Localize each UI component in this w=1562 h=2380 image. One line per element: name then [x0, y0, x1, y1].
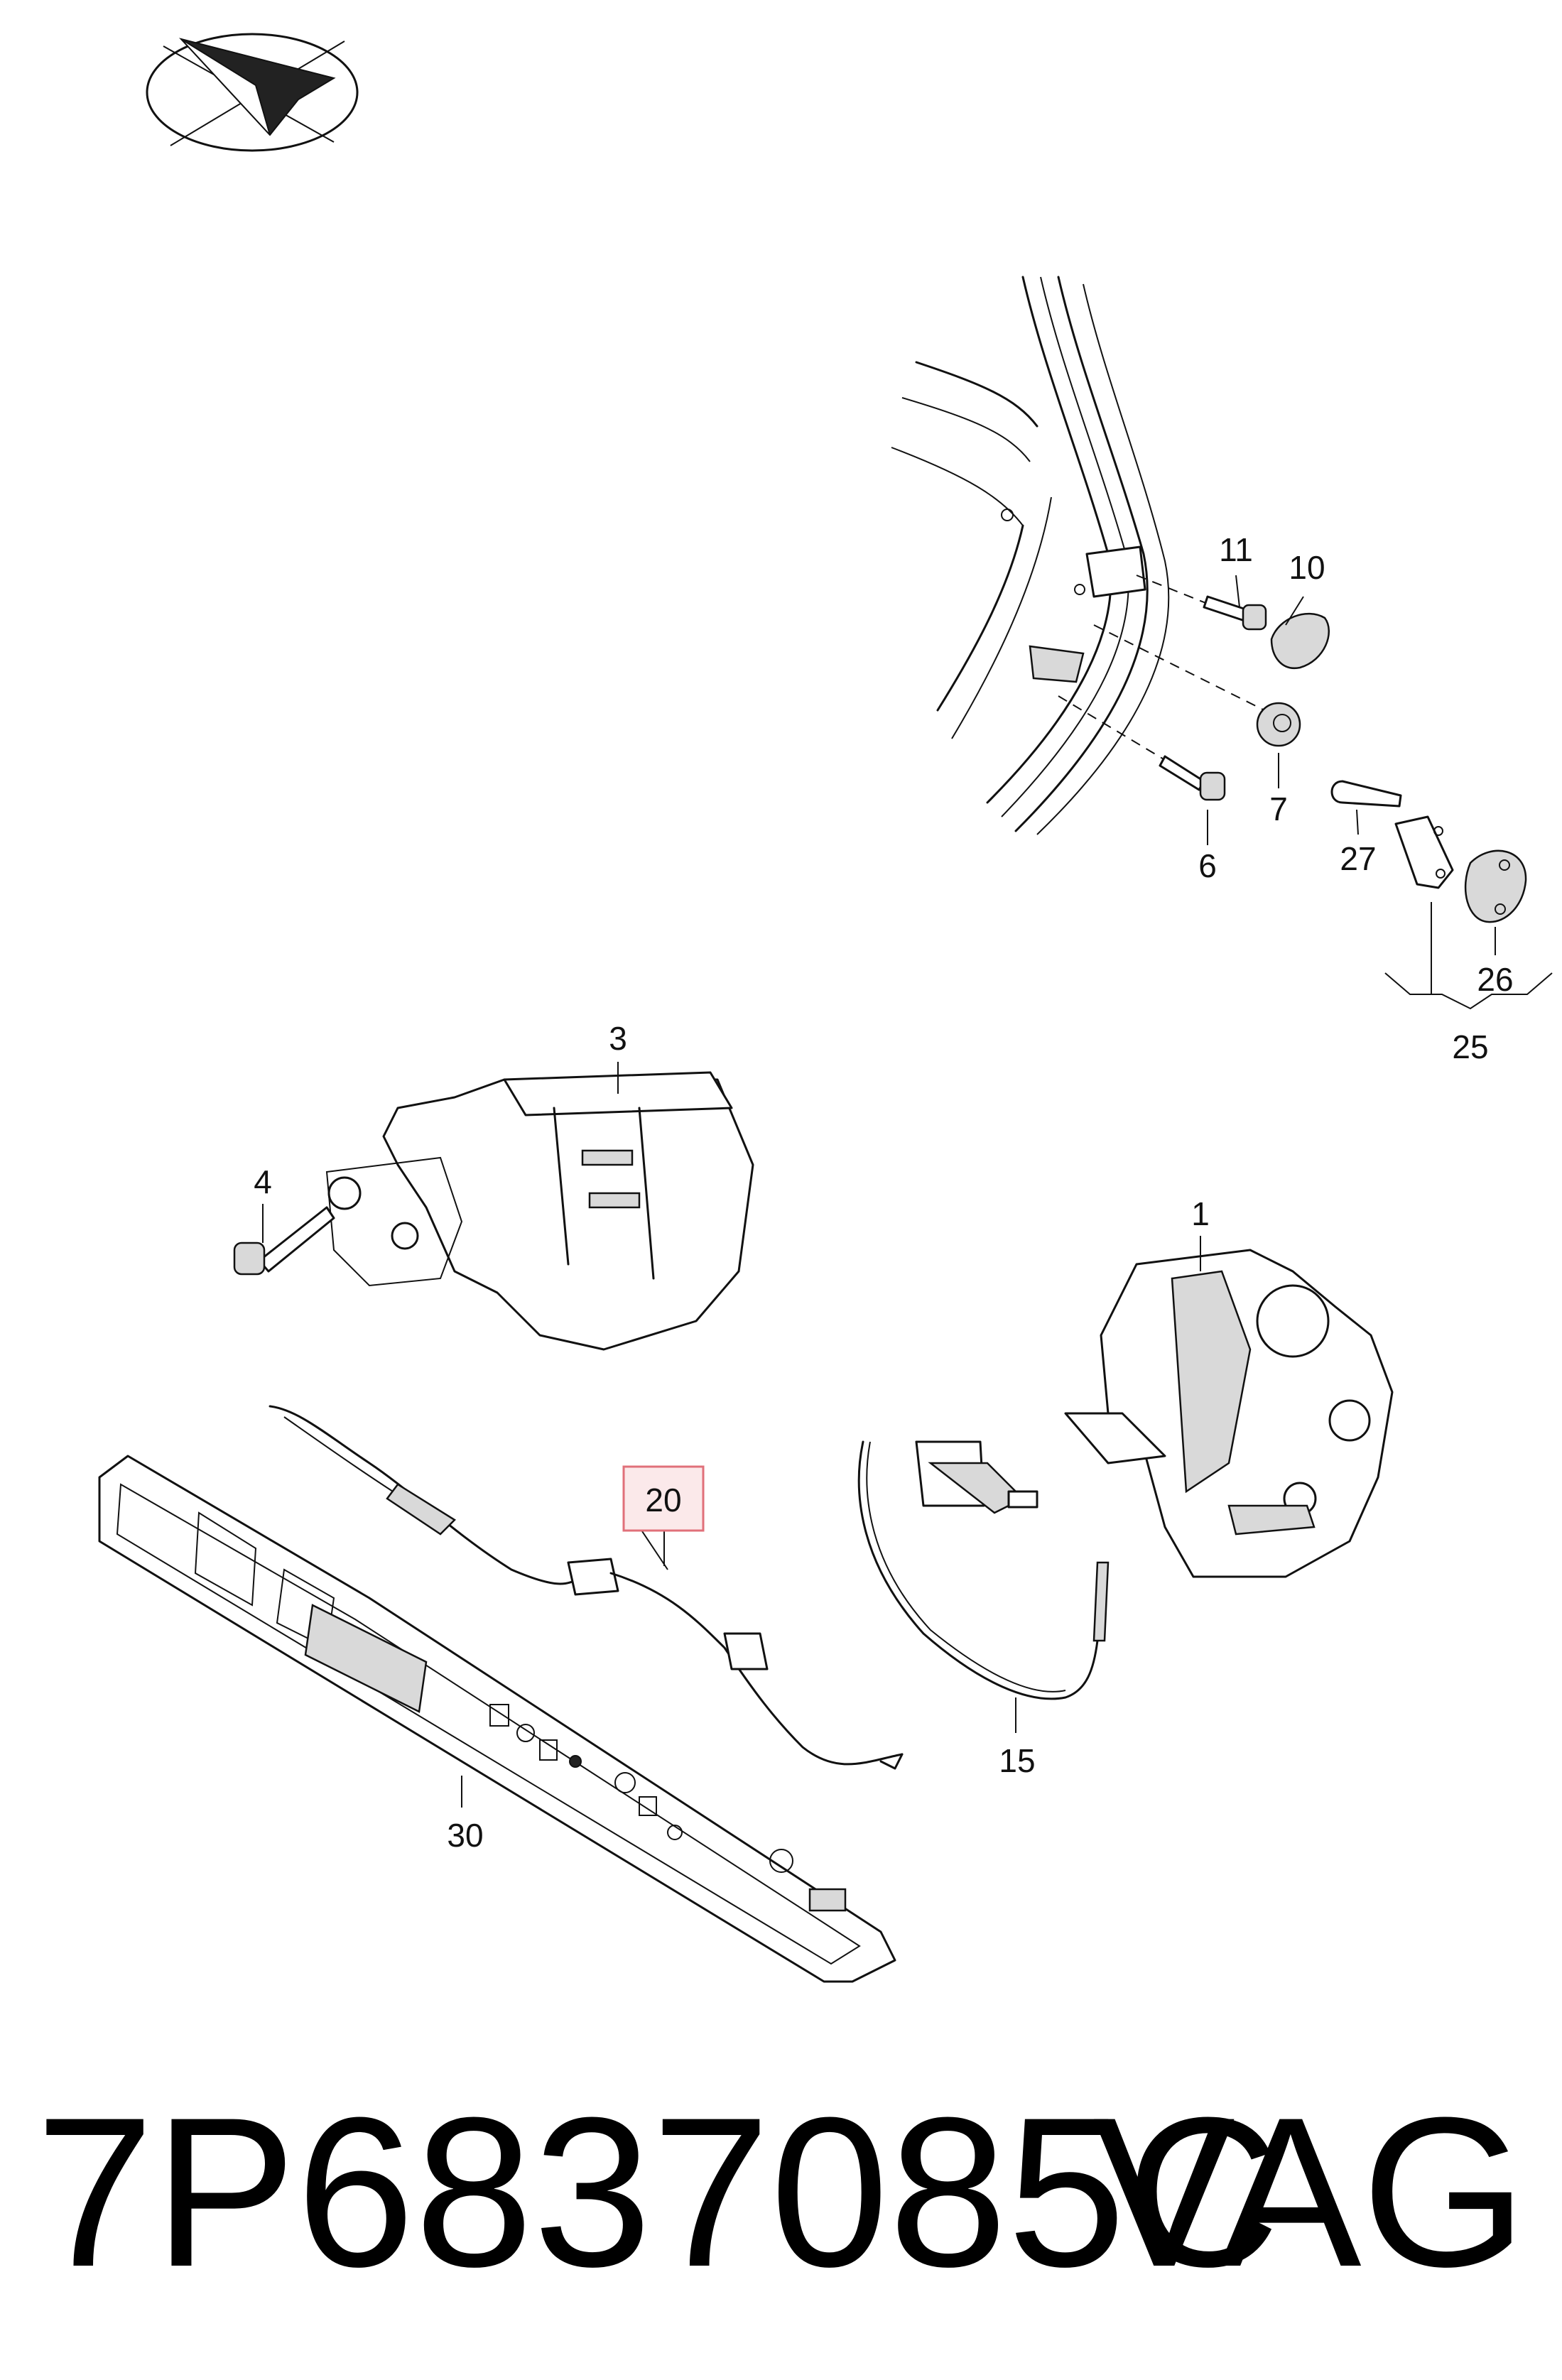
callout-10: 10	[1289, 549, 1325, 586]
bracket-3	[325, 1071, 754, 1351]
direction-arrow-logo-icon	[146, 33, 359, 152]
callout-20: 20	[645, 1482, 681, 1518]
callout-7: 7	[1269, 790, 1288, 827]
brand-name: VAG	[1093, 2072, 1527, 2311]
callout-6: 6	[1198, 847, 1217, 884]
cap-10	[1270, 612, 1330, 670]
callout-3: 3	[609, 1020, 627, 1057]
leader-lines	[262, 575, 1553, 1808]
callout-27: 27	[1340, 840, 1376, 877]
part-number: 7P6837085C	[36, 2072, 1280, 2311]
callouts: 11 10 7 6 27 26 25 3 4 1 20 15 30	[254, 531, 1513, 1854]
callout-1: 1	[1191, 1195, 1210, 1232]
callout-4: 4	[254, 1163, 272, 1200]
callout-25: 25	[1452, 1028, 1488, 1065]
cap-7	[1093, 624, 1301, 747]
cable-15	[857, 1440, 1110, 1700]
striker-assembly	[1330, 780, 1527, 923]
cable-20	[269, 1405, 904, 1770]
bolt-4	[233, 1206, 335, 1276]
callout-26: 26	[1477, 961, 1513, 998]
screw-11	[1136, 575, 1267, 631]
door-frame	[891, 276, 1170, 835]
door-lock-1	[1064, 1249, 1394, 1578]
callout-15: 15	[999, 1742, 1035, 1779]
callout-20-highlight	[622, 1465, 705, 1532]
callout-30: 30	[447, 1817, 483, 1854]
callout-11: 11	[1219, 531, 1253, 568]
screw-6	[1058, 695, 1226, 801]
trim-panel-30	[98, 1455, 896, 1983]
